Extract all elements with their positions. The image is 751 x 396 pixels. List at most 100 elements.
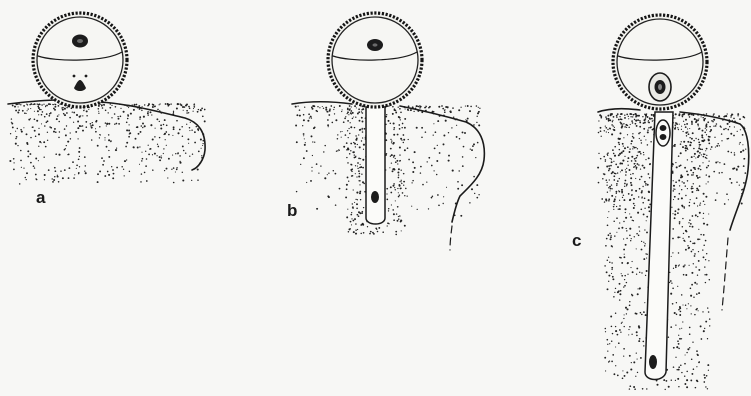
- stipple-dot: [147, 111, 148, 112]
- stipple-dot: [695, 120, 697, 122]
- stipple-dot: [403, 185, 404, 186]
- stipple-dot: [627, 157, 629, 159]
- stipple-dot: [743, 182, 745, 184]
- stipple-dot: [167, 103, 169, 105]
- stipple-dot: [362, 112, 364, 114]
- stipple-dot: [634, 158, 636, 160]
- stipple-dot: [629, 304, 631, 306]
- stipple-dot: [615, 196, 616, 197]
- stipple-dot: [448, 132, 449, 133]
- stipple-dot: [630, 216, 632, 218]
- stipple-dot: [707, 165, 709, 167]
- stipple-dot: [180, 103, 182, 105]
- stipple-dot: [683, 265, 685, 267]
- stipple-dot: [400, 221, 402, 223]
- stipple-dot: [164, 133, 166, 135]
- stipple-dot: [95, 121, 97, 123]
- stipple-dot: [387, 225, 388, 226]
- stipple-dot: [354, 202, 355, 203]
- stipple-dot: [703, 201, 705, 203]
- stipple-dot: [446, 187, 447, 188]
- stipple-dot: [682, 116, 684, 118]
- stipple-dot: [73, 122, 74, 123]
- stipple-dot: [160, 124, 162, 126]
- stipple-dot: [150, 124, 152, 126]
- stipple-dot: [166, 145, 167, 146]
- stipple-dot: [359, 184, 360, 185]
- stipple-dot: [677, 208, 679, 210]
- stipple-dot: [197, 179, 199, 181]
- stipple-dot: [361, 224, 363, 226]
- stipple-dot: [634, 147, 636, 149]
- stipple-dot: [708, 143, 710, 145]
- stipple-dot: [690, 142, 692, 144]
- stipple-dot: [674, 312, 676, 314]
- stipple-dot: [698, 260, 700, 262]
- stipple-dot: [463, 146, 465, 148]
- stipple-dot: [624, 147, 626, 149]
- stipple-dot: [129, 171, 130, 172]
- stipple-dot: [698, 269, 700, 271]
- stipple-dot: [107, 171, 109, 173]
- stipple-dot: [13, 162, 14, 163]
- stipple-dot: [624, 117, 626, 119]
- stipple-dot: [713, 119, 715, 121]
- stipple-dot: [84, 171, 85, 172]
- stipple-dot: [398, 174, 399, 175]
- stipple-dot: [608, 257, 609, 258]
- stipple-dot: [631, 160, 633, 162]
- stipple-dot: [204, 109, 206, 111]
- stipple-dot: [341, 137, 342, 138]
- stipple-dot: [382, 231, 384, 233]
- stipple-dot: [742, 149, 744, 151]
- stipple-dot: [621, 275, 623, 277]
- stipple-dot: [55, 153, 57, 155]
- stipple-dot: [183, 110, 184, 111]
- stipple-dot: [443, 196, 444, 197]
- stipple-dot: [47, 120, 49, 122]
- stipple-dot: [45, 106, 46, 107]
- stipple-dot: [173, 182, 175, 184]
- stipple-dot: [613, 125, 614, 126]
- stipple-dot: [682, 238, 683, 239]
- stipple-dot: [349, 153, 351, 155]
- stipple-dot: [438, 106, 440, 108]
- stipple-dot: [606, 179, 608, 181]
- stipple-dot: [46, 105, 48, 107]
- stipple-dot: [623, 137, 624, 138]
- stipple-dot: [704, 377, 706, 379]
- stipple-dot: [405, 108, 406, 109]
- stipple-dot: [159, 121, 160, 122]
- stipple-dot: [699, 204, 700, 205]
- stipple-dot: [58, 154, 60, 156]
- stipple-dot: [452, 107, 454, 109]
- stipple-dot: [613, 204, 614, 205]
- stipple-dot: [681, 114, 682, 115]
- stipple-dot: [36, 179, 37, 180]
- stipple-dot: [55, 104, 57, 106]
- stipple-dot: [703, 156, 705, 158]
- stipple-dot: [638, 115, 640, 117]
- stipple-dot: [673, 190, 675, 192]
- stipple-dot: [191, 180, 192, 181]
- stipple-dot: [432, 195, 434, 197]
- stipple-dot: [354, 154, 355, 155]
- stipple-dot: [9, 160, 11, 162]
- stipple-dot: [460, 107, 461, 108]
- pollen-grain: [33, 13, 127, 107]
- stipple-dot: [719, 172, 721, 174]
- stipple-dot: [438, 204, 440, 206]
- stipple-dot: [620, 118, 622, 120]
- stipple-dot: [352, 203, 353, 204]
- panel-b: b: [287, 13, 484, 250]
- stipple-dot: [696, 119, 697, 120]
- stipple-dot: [442, 108, 444, 110]
- stipple-dot: [685, 119, 687, 121]
- stipple-dot: [601, 136, 602, 137]
- stipple-dot: [609, 119, 611, 121]
- stipple-dot: [639, 188, 641, 190]
- stipple-dot: [600, 127, 602, 129]
- stipple-dot: [624, 375, 626, 377]
- stipple-dot: [609, 343, 610, 344]
- stipple-dot: [116, 147, 117, 148]
